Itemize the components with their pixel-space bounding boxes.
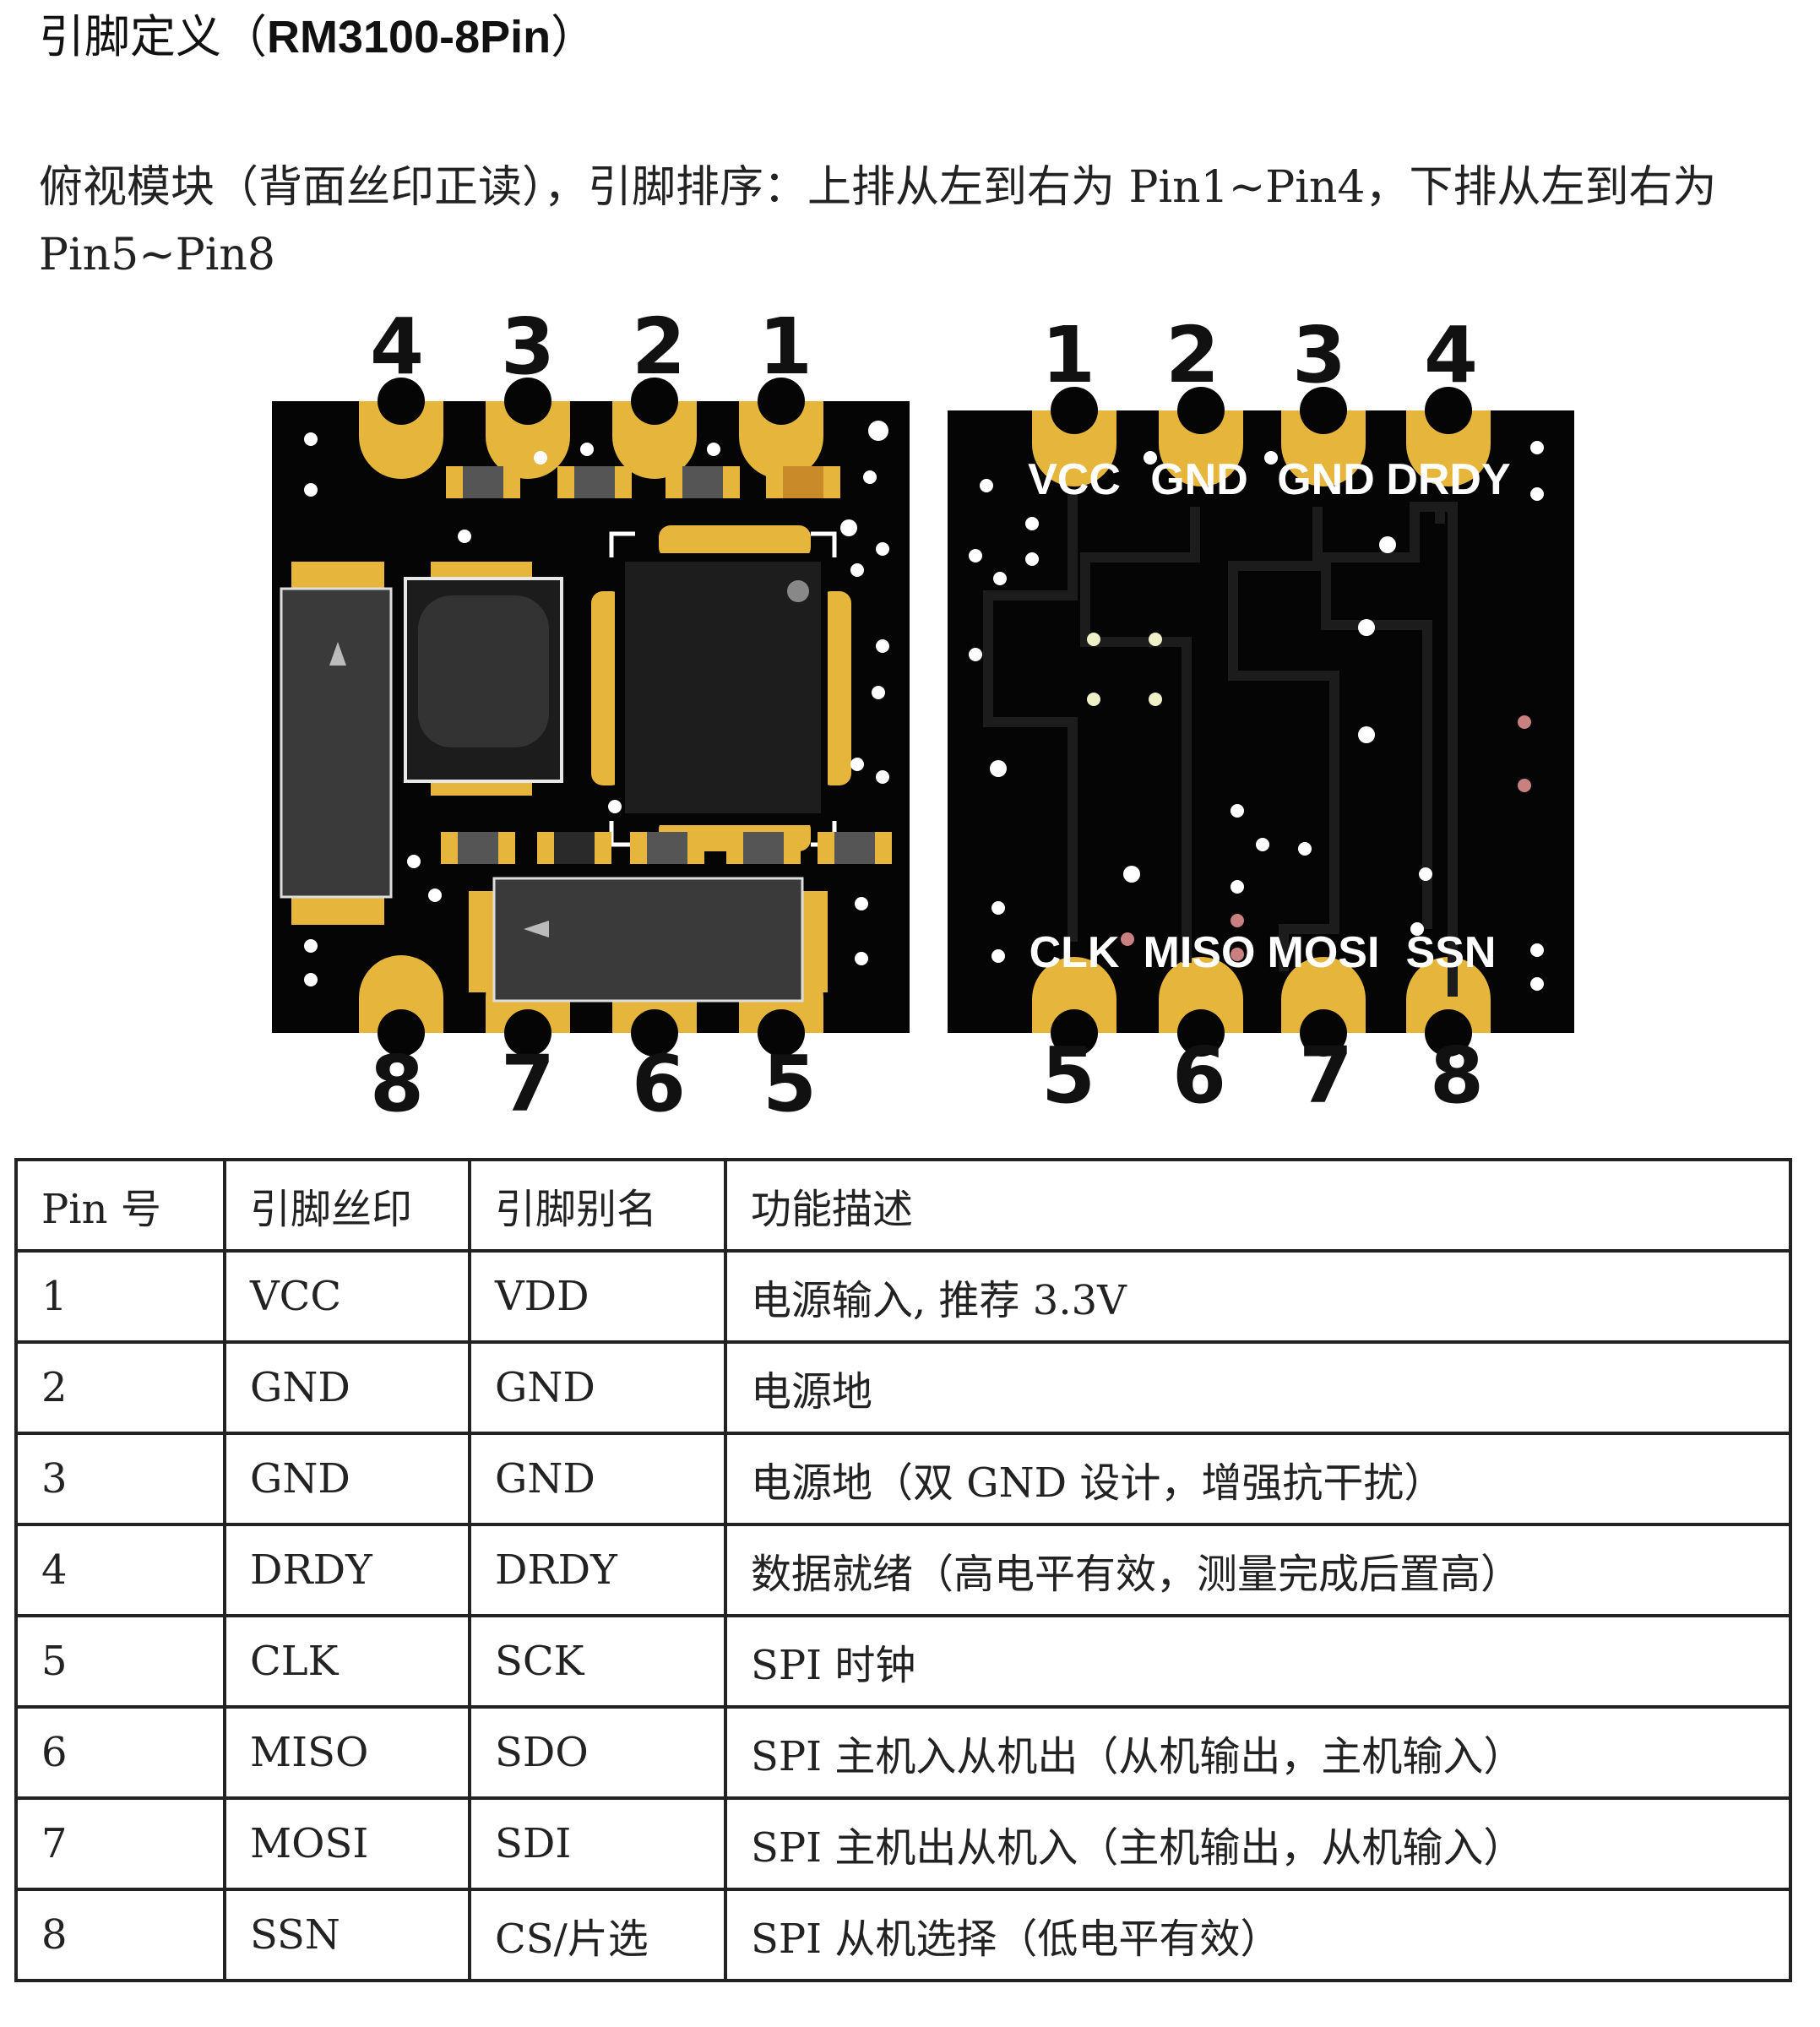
front-chip [591, 525, 851, 851]
header-alias: 引脚别名 [468, 1158, 727, 1253]
cell-pin: 3 [14, 1432, 226, 1526]
header-silkscreen: 引脚丝印 [223, 1158, 471, 1253]
front-top-resistors [446, 466, 840, 498]
cell-alias: GND [468, 1432, 727, 1526]
cell-silk: CLK [223, 1614, 471, 1709]
table-row: 8 SSN CS/片选 SPI 从机选择（低电平有效） [14, 1888, 1792, 1982]
cell-function: 电源输入, 推荐 3.3V [724, 1249, 1792, 1344]
front-bottom-resistors [441, 832, 892, 864]
cell-function: 电源地（双 GND 设计，增强抗干扰） [724, 1432, 1792, 1526]
back-bottom-number: 8 [1430, 1030, 1484, 1121]
header-pin-number: Pin 号 [14, 1158, 226, 1253]
back-bottom-label: MISO [1144, 928, 1256, 977]
cell-pin: 1 [14, 1249, 226, 1344]
back-top-label: GND [1150, 455, 1248, 504]
header-function: 功能描述 [724, 1158, 1792, 1253]
back-vias [969, 441, 1544, 991]
module-figure: VCC GND GND DRDY CLK MISO MOSI SSN 4 3 2… [0, 304, 1820, 1132]
table-row: 4 DRDY DRDY 数据就绪（高电平有效，测量完成后置高） [14, 1523, 1792, 1617]
table-header-row: Pin 号 引脚丝印 引脚别名 功能描述 [14, 1158, 1792, 1253]
front-bottom-number: 6 [632, 1039, 686, 1129]
cell-silk: GND [223, 1432, 471, 1526]
back-top-label: DRDY [1386, 455, 1510, 504]
cell-pin: 6 [14, 1705, 226, 1800]
cell-function: SPI 从机选择（低电平有效） [724, 1888, 1792, 1982]
front-top-number: 3 [501, 304, 555, 392]
pin-order-description: 俯视模块（背面丝印正读），引脚排序：上排从左到右为 Pin1~Pin4，下排从左… [39, 162, 1717, 280]
cell-alias: GND [468, 1340, 727, 1435]
back-bottom-label: CLK [1030, 928, 1120, 977]
cell-silk: GND [223, 1340, 471, 1435]
cell-alias: SCK [468, 1614, 727, 1709]
front-bottom-number: 7 [501, 1039, 555, 1129]
front-bottom-number: 8 [370, 1039, 424, 1129]
front-vias [304, 421, 889, 986]
cell-function: SPI 时钟 [724, 1614, 1792, 1709]
table-row: 5 CLK SCK SPI 时钟 [14, 1614, 1792, 1709]
back-traces [983, 494, 1458, 997]
front-left-component [280, 562, 393, 925]
back-top-pads [1032, 410, 1491, 486]
module-diagram: VCC GND GND DRDY CLK MISO MOSI SSN 4 3 2… [272, 304, 1574, 1129]
front-board [272, 378, 910, 1057]
back-red-dots [1121, 715, 1531, 961]
table-row: 1 VCC VDD 电源输入, 推荐 3.3V [14, 1249, 1792, 1344]
front-top-number: 4 [370, 304, 424, 392]
back-bottom-label: MOSI [1268, 928, 1380, 977]
title-prefix: 引脚定义（ [39, 10, 267, 63]
cell-alias: CS/片选 [468, 1888, 727, 1982]
back-top-label: VCC [1028, 455, 1121, 504]
page-title: 引脚定义（RM3100-8Pin） [39, 3, 596, 71]
front-top-number: 1 [758, 304, 812, 392]
cell-silk: SSN [223, 1888, 471, 1982]
back-top-number: 3 [1292, 310, 1346, 400]
cell-pin: 4 [14, 1523, 226, 1617]
back-bottom-number: 6 [1172, 1030, 1226, 1121]
cell-pin: 7 [14, 1796, 226, 1891]
table-row: 7 MOSI SDI SPI 主机出从机入（主机输出，从机输入） [14, 1796, 1792, 1891]
cell-pin: 8 [14, 1888, 226, 1982]
table-row: 2 GND GND 电源地 [14, 1340, 1792, 1435]
table-row: 3 GND GND 电源地（双 GND 设计，增强抗干扰） [14, 1432, 1792, 1526]
pin-definition-table: Pin 号 引脚丝印 引脚别名 功能描述 1 VCC VDD 电源输入, 推荐 … [14, 1158, 1792, 1982]
front-bottom-number: 5 [763, 1039, 817, 1129]
cell-alias: SDI [468, 1796, 727, 1891]
cell-silk: MISO [223, 1705, 471, 1800]
front-top-pads [359, 401, 823, 479]
back-top-label: GND [1277, 455, 1375, 504]
back-bottom-number: 5 [1041, 1030, 1095, 1121]
cell-pin: 5 [14, 1614, 226, 1709]
cell-function: SPI 主机出从机入（主机输出，从机输入） [724, 1796, 1792, 1891]
back-bottom-pads [1032, 957, 1491, 1033]
cell-pin: 2 [14, 1340, 226, 1435]
back-bottom-label: SSN [1406, 928, 1497, 977]
title-model: RM3100-8Pin [267, 12, 551, 62]
back-bottom-number: 7 [1299, 1030, 1353, 1121]
cell-function: SPI 主机入从机出（从机输出，主机输入） [724, 1705, 1792, 1800]
front-top-number: 2 [632, 304, 686, 392]
back-top-number: 4 [1424, 310, 1478, 400]
cell-silk: DRDY [223, 1523, 471, 1617]
title-suffix: ） [551, 10, 597, 63]
cell-function: 数据就绪（高电平有效，测量完成后置高） [724, 1523, 1792, 1617]
cell-silk: VCC [223, 1249, 471, 1344]
cell-alias: SDO [468, 1705, 727, 1800]
cell-silk: MOSI [223, 1796, 471, 1891]
front-bottom-component [469, 877, 828, 1003]
cell-alias: VDD [468, 1249, 727, 1344]
front-inductor [404, 562, 563, 796]
back-top-number: 2 [1165, 310, 1220, 400]
cell-alias: DRDY [468, 1523, 727, 1617]
back-test-points [1087, 633, 1162, 706]
cell-function: 电源地 [724, 1340, 1792, 1435]
table-row: 6 MISO SDO SPI 主机入从机出（从机输出，主机输入） [14, 1705, 1792, 1800]
back-board: VCC GND GND DRDY CLK MISO MOSI SSN [948, 387, 1574, 1057]
back-top-number: 1 [1041, 310, 1095, 400]
